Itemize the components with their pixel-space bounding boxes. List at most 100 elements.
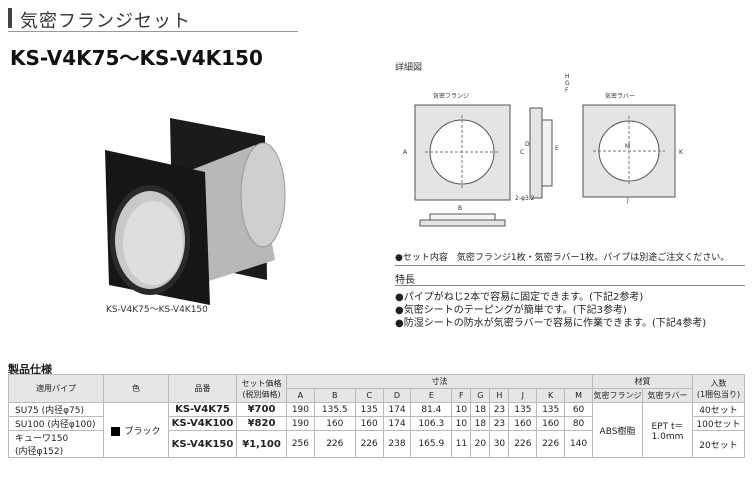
color-swatch bbox=[111, 426, 121, 436]
col-qty-label: 入数 bbox=[710, 378, 727, 388]
divider bbox=[395, 265, 745, 266]
detail-note: ●セット内容 気密フランジ1枚・気密ラバー1枚。パイプは別途ご注文ください。 bbox=[395, 253, 730, 263]
spec-heading: 製品仕様 bbox=[8, 363, 52, 376]
dim-cell: 165.9 bbox=[410, 430, 453, 458]
dim-cell: 60 bbox=[564, 402, 593, 417]
pipe-cell: SU75 (内径φ75) bbox=[8, 402, 104, 417]
dim-g: G bbox=[565, 80, 570, 87]
pipe-cell: キューワ150 (内径φ152) bbox=[8, 430, 104, 458]
model-cell: KS-V4K150 bbox=[168, 430, 237, 458]
dim-cell: 160 bbox=[536, 416, 566, 431]
material-flange-cell: ABS樹脂 bbox=[592, 402, 643, 458]
dim-cell: 160 bbox=[313, 416, 356, 431]
feature-item: ●防湿シートの防水が気密ラバーで容易に作業できます。(下記4参考) bbox=[395, 318, 707, 329]
model-cell: KS-V4K75 bbox=[168, 402, 237, 417]
dim-cell: 135 bbox=[536, 402, 566, 417]
spec-table: 適用パイプ 色 品番 セット価格 (税別価格) 寸法 材質 入数 (1梱包当り)… bbox=[8, 374, 745, 458]
dim-m: M bbox=[625, 143, 630, 150]
dim-col: B bbox=[313, 388, 356, 403]
col-qty: 入数 (1梱包当り) bbox=[692, 374, 745, 403]
dim-cell: 140 bbox=[564, 430, 593, 458]
dim-cell: 80 bbox=[564, 416, 593, 431]
dim-cell: 10 bbox=[451, 402, 472, 417]
detail-label: 詳細図 bbox=[395, 63, 423, 73]
pipe-sub: (内径φ152) bbox=[15, 447, 64, 457]
col-pipe: 適用パイプ bbox=[8, 374, 104, 403]
dim-cell: 160 bbox=[508, 416, 538, 431]
pipe-cell: SU100 (内径φ100) bbox=[8, 416, 104, 431]
dim-cell: 160 bbox=[354, 416, 384, 431]
price-cell: ¥700 bbox=[236, 402, 287, 417]
dim-cell: 23 bbox=[489, 402, 510, 417]
dim-cell: 190 bbox=[286, 402, 315, 417]
pipe-name: キューワ150 bbox=[15, 434, 69, 444]
dim-col: J bbox=[508, 388, 538, 403]
dim-e: E bbox=[555, 145, 559, 152]
dim-a: A bbox=[403, 149, 408, 156]
dim-f: F bbox=[565, 87, 569, 94]
dim-cell: 226 bbox=[313, 430, 356, 458]
col-price-label: セット価格 bbox=[241, 378, 282, 388]
dim-cell: 18 bbox=[470, 402, 491, 417]
dim-c: C bbox=[520, 149, 524, 156]
dim-cell: 18 bbox=[470, 416, 491, 431]
title-bar: 気密フランジセット bbox=[8, 4, 298, 32]
feature-item: ●パイプがねじ2本で容易に固定できます。(下記2参考) bbox=[395, 292, 644, 303]
dim-cell: 30 bbox=[489, 430, 510, 458]
dim-col: K bbox=[536, 388, 566, 403]
feature-item: ●気密シートのテーピングが簡単です。(下記3参考) bbox=[395, 305, 627, 316]
dim-d: D bbox=[525, 141, 530, 148]
dim-cell: 135.5 bbox=[313, 402, 356, 417]
dim-cell: 256 bbox=[286, 430, 315, 458]
product-photo bbox=[105, 118, 286, 305]
dim-cell: 20 bbox=[470, 430, 491, 458]
dim-col: C bbox=[354, 388, 384, 403]
dim-cell: 238 bbox=[382, 430, 412, 458]
dim-col: G bbox=[470, 388, 491, 403]
dim-cell: 23 bbox=[489, 416, 510, 431]
dim-col: A bbox=[286, 388, 315, 403]
photo-caption: KS-V4K75～KS-V4K150 bbox=[106, 305, 208, 315]
qty-cell: 40セット bbox=[692, 402, 745, 417]
col-material-rubber: 気密ラバー bbox=[642, 388, 693, 403]
qty-cell: 20セット bbox=[692, 430, 745, 458]
col-price-sub: (税別価格) bbox=[242, 389, 281, 399]
dim-cell: 226 bbox=[508, 430, 538, 458]
price-cell: ¥1,100 bbox=[236, 430, 287, 458]
model-range: KS-V4K75～KS-V4K150 bbox=[10, 46, 263, 70]
col-qty-sub: (1梱包当り) bbox=[696, 389, 741, 399]
col-dims: 寸法 bbox=[286, 374, 593, 389]
dim-k: K bbox=[679, 149, 684, 156]
dim-cell: 106.3 bbox=[410, 416, 453, 431]
features-heading: 特長 bbox=[395, 275, 415, 286]
divider bbox=[395, 285, 745, 286]
features-list: ●パイプがねじ2本で容易に固定できます。(下記2参考) ●気密シートのテーピング… bbox=[395, 291, 706, 330]
dim-cell: 135 bbox=[354, 402, 384, 417]
dim-cell: 190 bbox=[286, 416, 315, 431]
price-cell: ¥820 bbox=[236, 416, 287, 431]
table-row: SU75 (内径φ75) ブラック KS-V4K75 ¥700 190 135.… bbox=[8, 402, 745, 458]
qty-cell: 100セット bbox=[692, 416, 745, 431]
dim-col: F bbox=[451, 388, 472, 403]
table-row: キューワ150 (内径φ152) KS-V4K150 ¥1,100 256 22… bbox=[8, 430, 745, 458]
dim-col: D bbox=[382, 388, 412, 403]
dim-cell: 226 bbox=[354, 430, 384, 458]
col-price: セット価格 (税別価格) bbox=[236, 374, 287, 403]
col-material-flange: 気密フランジ bbox=[592, 388, 643, 403]
page-title: 気密フランジセット bbox=[20, 11, 191, 32]
dim-col: H bbox=[489, 388, 510, 403]
dim-cell: 174 bbox=[382, 416, 412, 431]
title-accent bbox=[8, 8, 12, 28]
dim-b: B bbox=[458, 205, 462, 212]
dim-h: H bbox=[565, 73, 570, 80]
color-cell: ブラック bbox=[103, 402, 169, 458]
dim-cell: 135 bbox=[508, 402, 538, 417]
color-value: ブラック bbox=[124, 426, 161, 437]
dim-j: J bbox=[626, 197, 629, 204]
dim-cell: 81.4 bbox=[410, 402, 453, 417]
dim-col: M bbox=[564, 388, 593, 403]
model-cell: KS-V4K100 bbox=[168, 416, 237, 431]
dim-cell: 11 bbox=[451, 430, 472, 458]
table-row: SU100 (内径φ100) KS-V4K100 ¥820 190 160 16… bbox=[8, 416, 745, 431]
detail-diagram: 気密フランジ 気密ラバー A B C D E F G H J K M 2-φ3.… bbox=[403, 73, 684, 227]
